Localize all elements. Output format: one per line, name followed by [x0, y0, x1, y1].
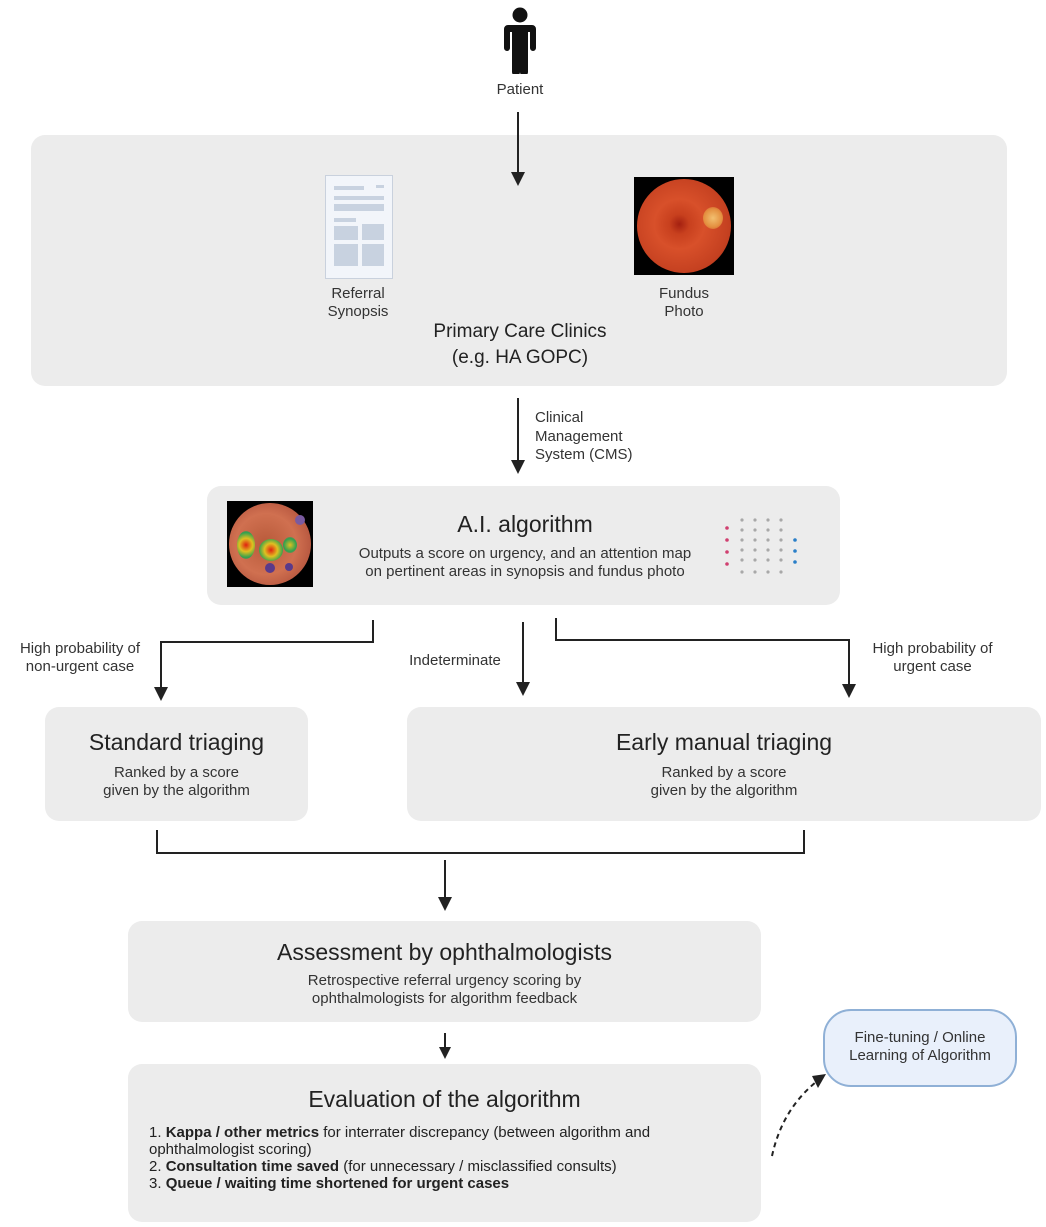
- arrow-dashed-to-finetune: [771, 1081, 817, 1157]
- branch-middle-label: Indeterminate: [409, 652, 501, 669]
- fundus-label-line2: Photo: [664, 303, 704, 320]
- patient-label: Patient: [496, 81, 544, 98]
- early-triaging-line2: given by the algorithm: [650, 782, 798, 799]
- early-triaging-box: [407, 707, 1041, 821]
- ai-desc-line2: on pertinent areas in synopsis and fundu…: [365, 563, 685, 580]
- person-icon: [504, 7, 536, 74]
- arrow-to-standard: [160, 620, 374, 687]
- early-triaging-line1: Ranked by a score: [661, 764, 787, 781]
- ai-desc-line1: Outputs a score on urgency, and an atten…: [358, 545, 692, 562]
- fundus-label-line1: Fundus: [658, 285, 710, 302]
- branch-left-label-line1: High probability of: [19, 640, 141, 657]
- finetune-line1: Fine-tuning / Online: [854, 1029, 986, 1046]
- standard-triaging-title: Standard triaging: [88, 729, 265, 755]
- referral-label-line1: Referral: [331, 285, 385, 302]
- referral-synopsis-image: [325, 175, 393, 279]
- finetune-box: [823, 1009, 1017, 1087]
- standard-triaging-box: [45, 707, 308, 821]
- evaluation-item-2: 2. Consultation time saved (for unnecess…: [149, 1158, 617, 1175]
- primary-care-subtitle: (e.g. HA GOPC): [451, 347, 589, 368]
- evaluation-box: [128, 1064, 761, 1222]
- merge-bracket: [156, 830, 805, 854]
- evaluation-title: Evaluation of the algorithm: [308, 1086, 581, 1112]
- finetune-line2: Learning of Algorithm: [849, 1047, 991, 1064]
- assessment-line2: ophthalmologists for algorithm feedback: [311, 990, 578, 1007]
- primary-care-title: Primary Care Clinics: [433, 321, 607, 342]
- cms-label-line3: System (CMS): [535, 446, 633, 463]
- early-triaging-title: Early manual triaging: [615, 729, 833, 755]
- branch-right-label-line1: High probability of: [872, 640, 993, 657]
- assessment-box: [128, 921, 761, 1022]
- referral-label-line2: Synopsis: [327, 303, 389, 320]
- evaluation-item-1-cont: ophthalmologist scoring): [149, 1141, 312, 1158]
- evaluation-item-1: 1. Kappa / other metrics for interrater …: [149, 1124, 651, 1141]
- assessment-line1: Retrospective referral urgency scoring b…: [307, 972, 582, 989]
- branch-right-label-line2: urgent case: [893, 658, 972, 675]
- standard-triaging-line2: given by the algorithm: [103, 782, 250, 799]
- assessment-title: Assessment by ophthalmologists: [277, 939, 612, 965]
- attention-map-image: [227, 501, 313, 587]
- ai-title: A.I. algorithm: [457, 511, 593, 537]
- neural-network-icon: [725, 518, 797, 574]
- arrow-to-early: [555, 618, 850, 684]
- cms-label-line2: Management: [535, 428, 623, 445]
- evaluation-list: 1. Kappa / other metrics for interrater …: [149, 1124, 749, 1192]
- standard-triaging-line1: Ranked by a score: [113, 764, 240, 781]
- branch-left-label-line2: non-urgent case: [25, 658, 135, 675]
- evaluation-item-3: 3. Queue / waiting time shortened for ur…: [149, 1175, 510, 1192]
- cms-label-line1: Clinical: [535, 409, 584, 426]
- fundus-photo-image: [634, 177, 734, 275]
